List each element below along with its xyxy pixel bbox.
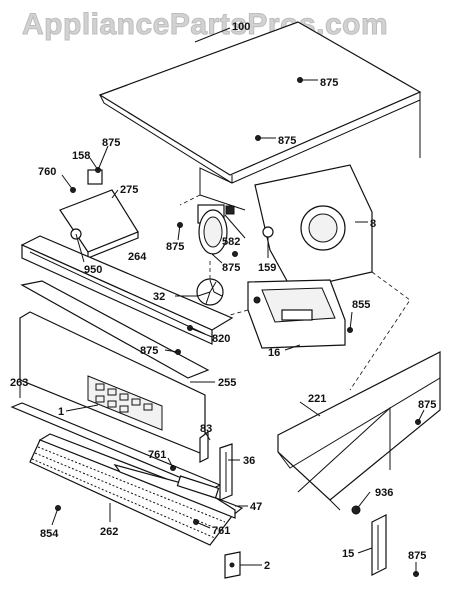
callout-875-side: 875 bbox=[418, 399, 436, 411]
callout-32: 32 bbox=[153, 291, 165, 303]
callout-36: 36 bbox=[243, 455, 255, 467]
callout-950: 950 bbox=[84, 264, 102, 276]
side-bracket-83 bbox=[199, 430, 209, 463]
bracket-159 bbox=[262, 226, 274, 252]
callout-264: 264 bbox=[128, 251, 147, 263]
callout-875-motor: 875 bbox=[222, 262, 240, 274]
rear-bracket bbox=[59, 169, 139, 259]
control-panel-trim bbox=[20, 235, 234, 345]
callout-761-lower: 761 bbox=[212, 525, 230, 537]
callout-8: 8 bbox=[370, 218, 376, 230]
callout-936: 936 bbox=[375, 487, 393, 499]
callout-2: 2 bbox=[264, 560, 270, 572]
callout-263: 263 bbox=[10, 377, 28, 389]
back-panel bbox=[254, 164, 411, 391]
callout-159: 159 bbox=[258, 262, 276, 274]
callout-761-upper: 761 bbox=[148, 449, 166, 461]
callout-582: 582 bbox=[222, 236, 240, 248]
callout-760: 760 bbox=[38, 166, 56, 178]
fan-blade bbox=[196, 258, 224, 306]
callout-15: 15 bbox=[342, 548, 354, 560]
vent-trim bbox=[113, 463, 236, 519]
clip bbox=[224, 551, 241, 579]
callout-47: 47 bbox=[250, 501, 262, 513]
callout-100: 100 bbox=[232, 21, 250, 33]
side-panel bbox=[277, 351, 441, 511]
callout-262: 262 bbox=[100, 526, 118, 538]
watermark: AppliancePartsPros.com bbox=[21, 8, 389, 42]
callout-875-cover: 875 bbox=[278, 135, 296, 147]
top-cover-panel bbox=[98, 21, 422, 211]
callout-875-fan: 875 bbox=[166, 241, 184, 253]
vent-piece-36 bbox=[219, 443, 233, 501]
leader-lines bbox=[19, 27, 425, 574]
control-panel bbox=[19, 311, 206, 456]
callout-820: 820 bbox=[212, 333, 230, 345]
callout-255: 255 bbox=[218, 377, 236, 389]
bracket-15 bbox=[371, 514, 387, 576]
mounting-strip bbox=[20, 280, 210, 379]
callout-275: 275 bbox=[120, 184, 138, 196]
fan-motor-assembly bbox=[197, 204, 235, 255]
callout-875-thermostat: 875 bbox=[102, 137, 120, 149]
callout-158: 158 bbox=[72, 150, 90, 162]
callout-875-bottom: 875 bbox=[408, 550, 426, 562]
callout-1: 1 bbox=[58, 406, 64, 418]
callout-labels: 100 875 875 875 158 760 275 950 264 875 … bbox=[10, 21, 436, 572]
callout-221: 221 bbox=[308, 393, 326, 405]
callout-875-panel: 875 bbox=[140, 345, 158, 357]
callout-855: 855 bbox=[352, 299, 370, 311]
control-board bbox=[229, 279, 346, 349]
callout-854: 854 bbox=[40, 528, 59, 540]
callout-875-top: 875 bbox=[320, 77, 338, 89]
callout-83: 83 bbox=[200, 423, 212, 435]
callout-16: 16 bbox=[268, 347, 280, 359]
